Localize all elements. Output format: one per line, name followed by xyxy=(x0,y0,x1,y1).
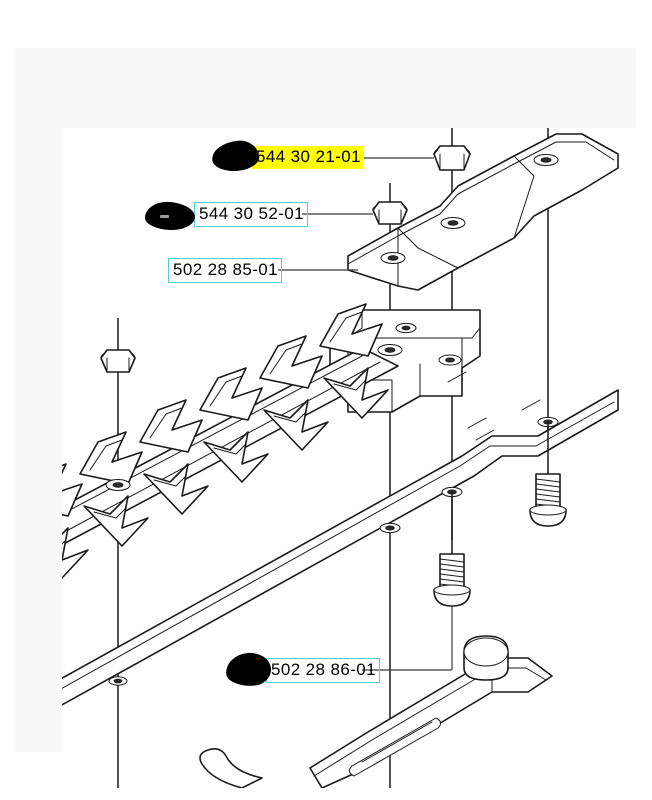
hex-lock-nut-middle-shape xyxy=(372,201,408,225)
slide-plate-shape xyxy=(199,635,553,788)
diagram-canvas: .ln { fill:none; stroke:#1a1a1a; stroke-… xyxy=(62,128,636,788)
hex-lock-nut-left-shape xyxy=(100,349,136,373)
redaction-speck xyxy=(160,215,169,218)
callout-544-30-21-01[interactable]: 544 30 21-01 xyxy=(252,146,364,169)
guide-rail-shape xyxy=(62,389,619,706)
callout-544-30-52-01[interactable]: 544 30 52-01 xyxy=(194,202,308,227)
pan-head-screw-lower-shape xyxy=(433,492,471,607)
blade-teeth xyxy=(62,303,389,579)
clamp-bar-holes xyxy=(380,154,559,264)
callout-502-28-85-01[interactable]: 502 28 85-01 xyxy=(168,258,282,283)
clamp-bar-bracket-shape xyxy=(347,133,619,291)
callout-leader-lines xyxy=(278,157,453,671)
mounting-bracket-holes xyxy=(377,322,462,366)
diagram-mat-frame: .ln { fill:none; stroke:#1a1a1a; stroke-… xyxy=(14,48,636,788)
parts-diagram-illustration: .ln { fill:none; stroke:#1a1a1a; stroke-… xyxy=(62,128,619,788)
pan-head-screw-upper-shape xyxy=(529,422,567,527)
cutter-blade-shape xyxy=(62,303,399,579)
callout-502-28-86-01[interactable]: 502 28 86-01 xyxy=(266,658,380,683)
hex-lock-nut-upper-shape xyxy=(433,145,471,171)
slide-plate-boss xyxy=(463,635,509,681)
